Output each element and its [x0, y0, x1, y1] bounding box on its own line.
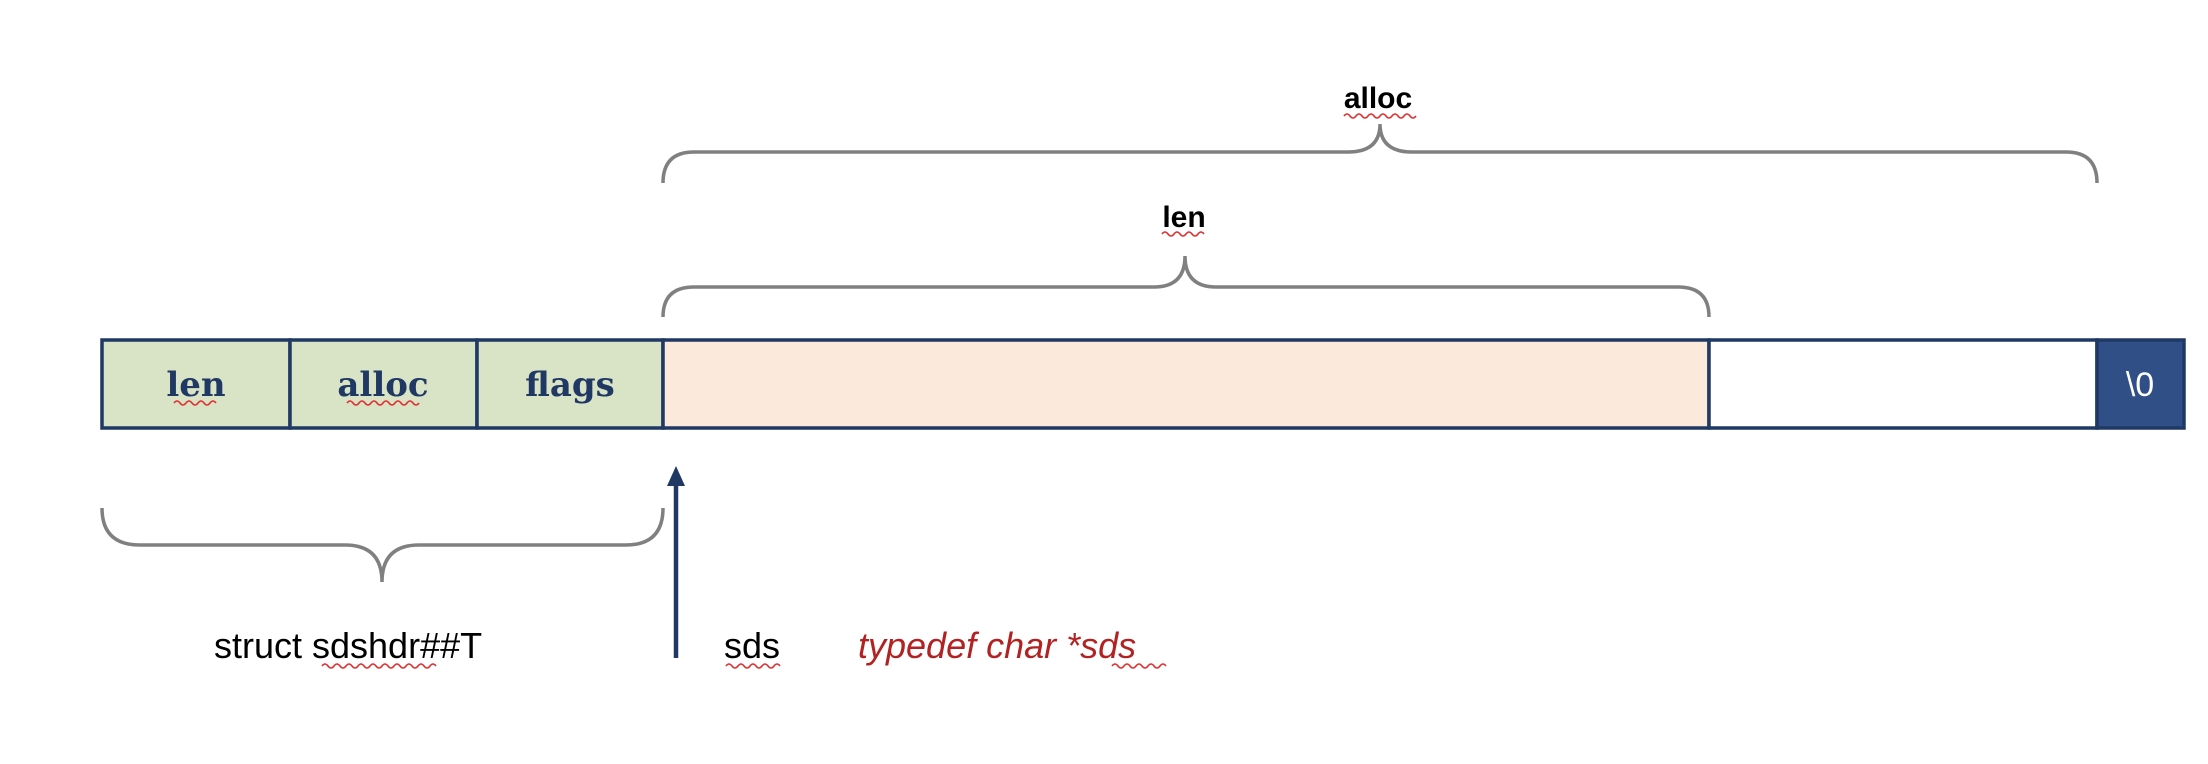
null-terminator-label: \0 — [2126, 366, 2154, 404]
spellcheck-underline — [1343, 113, 1417, 119]
alloc-brace — [661, 123, 2099, 184]
sds-label: sds — [724, 625, 780, 666]
len-brace — [661, 255, 1711, 318]
buffer-free-region — [1707, 338, 2099, 430]
spellcheck-underline — [346, 400, 420, 406]
typedef-label: typedef char *sds — [858, 625, 1136, 666]
spellcheck-underline — [725, 663, 781, 669]
header-cell-flags — [475, 338, 665, 430]
spellcheck-underline — [1161, 231, 1205, 237]
len-brace-label: len — [1162, 201, 1205, 234]
spellcheck-underline — [173, 400, 217, 406]
struct-label: struct sdshdr##T — [214, 625, 482, 666]
sds-pointer-arrowhead — [667, 466, 685, 486]
struct-header-brace — [100, 507, 665, 583]
header-cell-flags-label: flags — [525, 365, 615, 405]
spellcheck-underline — [321, 663, 437, 669]
null-terminator-cell — [2095, 338, 2186, 430]
spellcheck-underline — [1111, 663, 1167, 669]
buffer-used-region — [661, 338, 1711, 430]
header-cell-alloc-label: alloc — [337, 365, 428, 405]
header-cell-len-label: len — [166, 365, 225, 405]
alloc-brace-label: alloc — [1344, 82, 1412, 115]
